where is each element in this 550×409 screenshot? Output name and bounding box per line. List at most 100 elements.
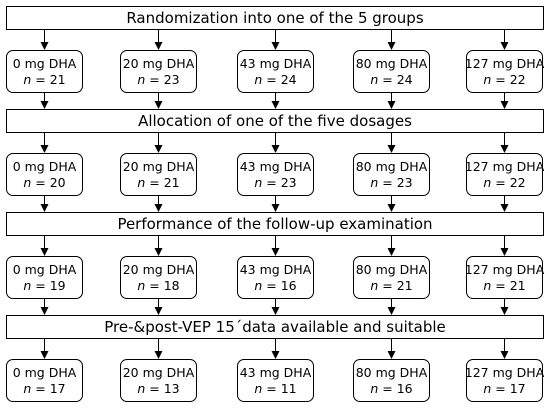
n-value: 21 bbox=[49, 71, 66, 87]
n-separator: = bbox=[378, 71, 397, 87]
dose-label: 0 mg DHA bbox=[12, 158, 77, 174]
n-value: 23 bbox=[396, 174, 413, 190]
dose-label: 43 mg DHA bbox=[239, 261, 312, 277]
sample-size: n = 21 bbox=[137, 175, 179, 191]
sample-size: n = 21 bbox=[370, 278, 412, 294]
dose-label: 20 mg DHA bbox=[122, 158, 195, 174]
n-value: 22 bbox=[509, 174, 526, 190]
n-symbol: n bbox=[254, 380, 263, 396]
n-separator: = bbox=[262, 380, 281, 396]
sample-size: n = 11 bbox=[254, 381, 296, 397]
n-value: 21 bbox=[396, 277, 413, 293]
sample-size: n = 24 bbox=[370, 72, 412, 88]
sample-size: n = 17 bbox=[483, 381, 525, 397]
n-value: 21 bbox=[163, 174, 180, 190]
n-value: 17 bbox=[509, 380, 526, 396]
n-symbol: n bbox=[370, 380, 379, 396]
dose-label: 80 mg DHA bbox=[355, 158, 428, 174]
dose-label: 43 mg DHA bbox=[239, 158, 312, 174]
sample-size: n = 22 bbox=[483, 72, 525, 88]
n-separator: = bbox=[378, 380, 397, 396]
n-symbol: n bbox=[254, 71, 263, 87]
sample-size: n = 13 bbox=[137, 381, 179, 397]
n-separator: = bbox=[491, 174, 510, 190]
n-value: 16 bbox=[280, 277, 297, 293]
sample-size: n = 23 bbox=[137, 72, 179, 88]
n-symbol: n bbox=[483, 71, 492, 87]
n-separator: = bbox=[491, 277, 510, 293]
sample-size: n = 21 bbox=[483, 278, 525, 294]
n-symbol: n bbox=[370, 71, 379, 87]
n-value: 21 bbox=[509, 277, 526, 293]
n-symbol: n bbox=[23, 277, 32, 293]
dose-label: 0 mg DHA bbox=[12, 261, 77, 277]
n-symbol: n bbox=[254, 277, 263, 293]
n-symbol: n bbox=[137, 380, 146, 396]
dose-label: 127 mg DHA bbox=[464, 55, 545, 71]
n-symbol: n bbox=[137, 174, 146, 190]
n-value: 11 bbox=[280, 380, 297, 396]
dose-label: 0 mg DHA bbox=[12, 364, 77, 380]
n-separator: = bbox=[378, 277, 397, 293]
n-separator: = bbox=[262, 174, 281, 190]
sample-size: n = 18 bbox=[137, 278, 179, 294]
sample-size: n = 21 bbox=[23, 72, 65, 88]
sample-size: n = 16 bbox=[254, 278, 296, 294]
n-value: 24 bbox=[280, 71, 297, 87]
n-separator: = bbox=[31, 277, 50, 293]
sample-size: n = 19 bbox=[23, 278, 65, 294]
n-separator: = bbox=[31, 71, 50, 87]
n-symbol: n bbox=[23, 71, 32, 87]
n-symbol: n bbox=[370, 174, 379, 190]
n-separator: = bbox=[262, 277, 281, 293]
sample-size: n = 24 bbox=[254, 72, 296, 88]
sample-size: n = 23 bbox=[370, 175, 412, 191]
dose-label: 43 mg DHA bbox=[239, 364, 312, 380]
dose-label: 20 mg DHA bbox=[122, 364, 195, 380]
stage-banner: Performance of the follow-up examination bbox=[6, 212, 544, 236]
n-value: 23 bbox=[163, 71, 180, 87]
n-symbol: n bbox=[483, 380, 492, 396]
dose-label: 127 mg DHA bbox=[464, 158, 545, 174]
n-value: 20 bbox=[49, 174, 66, 190]
dose-label: 20 mg DHA bbox=[122, 261, 195, 277]
dose-label: 80 mg DHA bbox=[355, 261, 428, 277]
sample-size: n = 23 bbox=[254, 175, 296, 191]
n-symbol: n bbox=[137, 277, 146, 293]
dose-label: 80 mg DHA bbox=[355, 364, 428, 380]
stage-banner: Allocation of one of the five dosages bbox=[6, 109, 544, 133]
n-symbol: n bbox=[483, 174, 492, 190]
n-separator: = bbox=[491, 380, 510, 396]
n-separator: = bbox=[145, 380, 164, 396]
dose-label: 0 mg DHA bbox=[12, 55, 77, 71]
n-separator: = bbox=[31, 380, 50, 396]
dose-label: 80 mg DHA bbox=[355, 55, 428, 71]
n-symbol: n bbox=[370, 277, 379, 293]
n-symbol: n bbox=[254, 174, 263, 190]
n-value: 18 bbox=[163, 277, 180, 293]
n-value: 23 bbox=[280, 174, 297, 190]
sample-size: n = 16 bbox=[370, 381, 412, 397]
n-separator: = bbox=[31, 174, 50, 190]
stage-banner: Pre-&post-VEP 15´data available and suit… bbox=[6, 315, 544, 339]
